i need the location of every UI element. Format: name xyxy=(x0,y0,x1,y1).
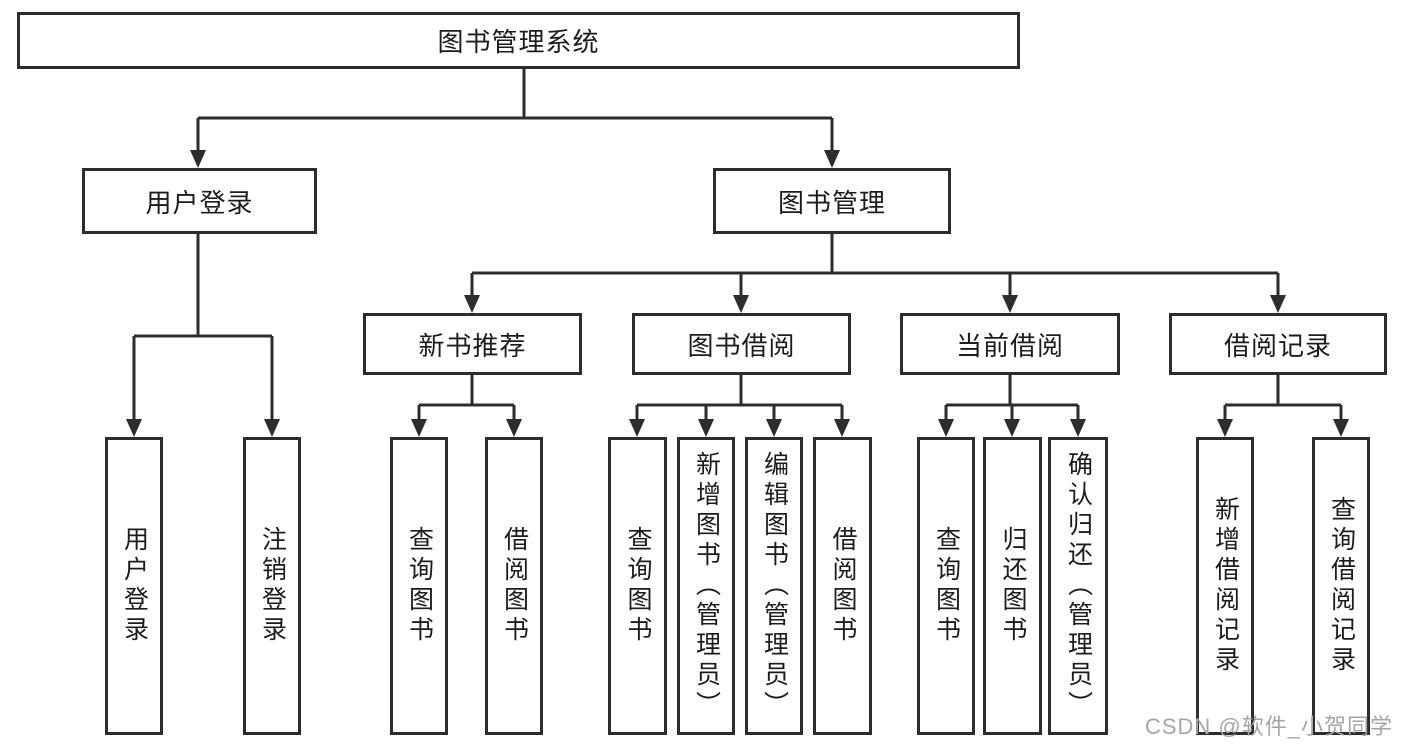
arrowhead-icon xyxy=(733,295,749,313)
leaf-bb-add-book-admin-label: 新增图书（管理员） xyxy=(692,451,721,721)
leaf-br-add-record-label: 新增借阅记录 xyxy=(1211,496,1240,676)
node-root-label: 图书管理系统 xyxy=(437,27,600,57)
leaf-cb-return-book: 归还图书 xyxy=(983,437,1042,735)
arrowhead-icon xyxy=(411,419,427,437)
node-book-borrow: 图书借阅 xyxy=(632,313,851,375)
arrowhead-icon xyxy=(938,419,954,437)
arrowhead-icon xyxy=(698,419,714,437)
arrowhead-icon xyxy=(190,150,206,168)
leaf-br-query-record: 查询借阅记录 xyxy=(1312,437,1370,735)
leaf-nbr-query-book-label: 查询图书 xyxy=(405,526,434,646)
leaf-cb-return-book-label: 归还图书 xyxy=(999,526,1027,646)
leaf-br-add-record: 新增借阅记录 xyxy=(1196,437,1254,735)
leaf-bb-query-book: 查询图书 xyxy=(608,437,667,735)
arrowhead-icon xyxy=(1270,295,1286,313)
arrowhead-icon xyxy=(126,419,142,437)
leaf-cb-confirm-return-admin: 确认归还（管理员） xyxy=(1048,437,1108,735)
node-root: 图书管理系统 xyxy=(17,12,1020,69)
leaf-logout-login: 注销登录 xyxy=(243,437,301,735)
watermark: CSDN @软件_小贺同学 xyxy=(1144,714,1393,739)
arrowhead-icon xyxy=(1004,419,1020,437)
leaf-bb-query-book-label: 查询图书 xyxy=(624,526,652,646)
node-user-login-label: 用户登录 xyxy=(145,187,254,218)
leaf-bb-edit-book-admin-label: 编辑图书（管理员） xyxy=(760,451,789,721)
leaf-cb-confirm-return-admin-label: 确认归还（管理员） xyxy=(1064,451,1093,721)
arrowhead-icon xyxy=(1217,419,1233,437)
node-current-borrow-label: 当前借阅 xyxy=(955,330,1064,361)
leaf-user-login-label: 用户登录 xyxy=(120,526,149,646)
leaf-user-login: 用户登录 xyxy=(105,437,163,735)
node-borrow-records-label: 借阅记录 xyxy=(1223,330,1332,361)
arrowhead-icon xyxy=(1002,295,1018,313)
node-book-management: 图书管理 xyxy=(713,168,951,234)
leaf-nbr-query-book: 查询图书 xyxy=(390,437,448,735)
leaf-bb-edit-book-admin: 编辑图书（管理员） xyxy=(745,437,803,735)
arrowhead-icon xyxy=(834,419,850,437)
node-book-borrow-label: 图书借阅 xyxy=(687,330,796,361)
leaf-cb-query-book: 查询图书 xyxy=(917,437,975,735)
leaf-nbr-borrow-book-label: 借阅图书 xyxy=(500,526,529,646)
node-borrow-records: 借阅记录 xyxy=(1169,313,1387,375)
arrowhead-icon xyxy=(766,419,782,437)
leaf-bb-borrow-book-label: 借阅图书 xyxy=(829,526,857,646)
leaf-bb-add-book-admin: 新增图书（管理员） xyxy=(677,437,735,735)
node-book-management-label: 图书管理 xyxy=(777,187,886,218)
leaf-bb-borrow-book: 借阅图书 xyxy=(813,437,872,735)
arrowhead-icon xyxy=(1070,419,1086,437)
leaf-logout-login-label: 注销登录 xyxy=(258,526,287,646)
arrowhead-icon xyxy=(506,419,522,437)
leaf-cb-query-book-label: 查询图书 xyxy=(932,526,961,646)
node-current-borrow: 当前借阅 xyxy=(900,313,1120,375)
node-new-book-recommend: 新书推荐 xyxy=(363,313,582,375)
arrowhead-icon xyxy=(464,295,480,313)
node-new-book-recommend-label: 新书推荐 xyxy=(418,330,527,361)
arrowhead-icon xyxy=(1333,419,1349,437)
arrowhead-icon xyxy=(264,419,280,437)
arrowhead-icon xyxy=(824,150,840,168)
leaf-br-query-record-label: 查询借阅记录 xyxy=(1327,496,1356,676)
arrowhead-icon xyxy=(629,419,645,437)
node-user-login: 用户登录 xyxy=(82,168,317,234)
leaf-nbr-borrow-book: 借阅图书 xyxy=(485,437,543,735)
